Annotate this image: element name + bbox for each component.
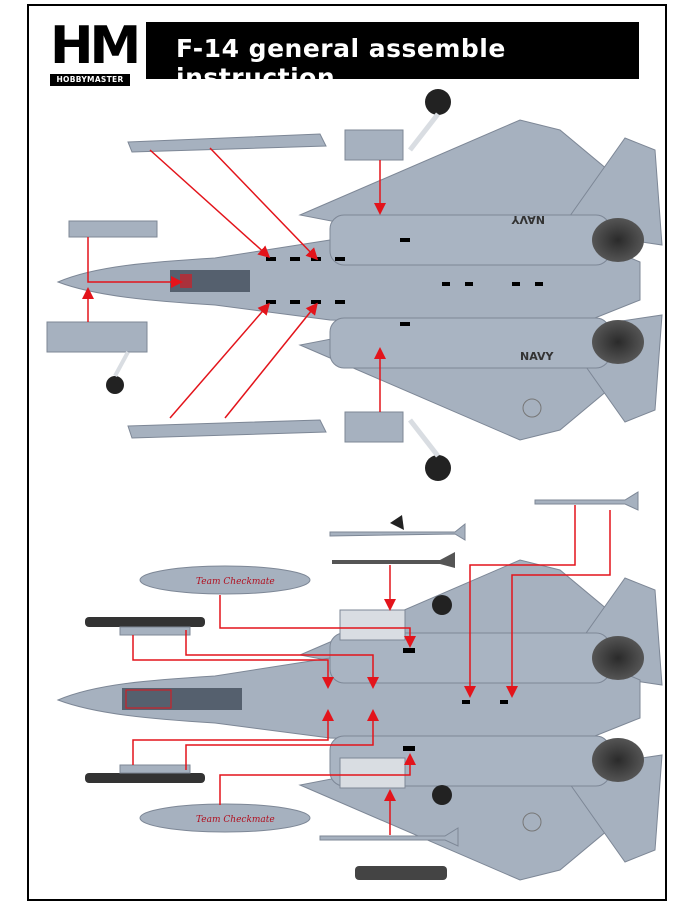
title-banner: F-14 general assemble instruction bbox=[146, 22, 639, 92]
bomb-rack-lower bbox=[85, 773, 205, 783]
page-title: F-14 general assemble instruction bbox=[176, 34, 506, 92]
assembly-arrows-bottom bbox=[132, 505, 611, 835]
parts-top bbox=[46, 89, 451, 481]
glove-fairing-lower bbox=[127, 419, 327, 439]
parts-bottom: Team Checkmate Team Checkmate bbox=[85, 491, 639, 880]
nozzle-upper-b bbox=[592, 636, 644, 680]
main-wheel-lower bbox=[425, 455, 451, 481]
drop-tank-lower bbox=[139, 803, 311, 833]
tank-marking-upper: Team Checkmate bbox=[196, 577, 275, 587]
main-wheel-upper-b bbox=[432, 595, 452, 615]
assembly-arrows-top bbox=[82, 147, 386, 419]
star-roundel bbox=[522, 398, 542, 418]
star-roundel-b bbox=[522, 812, 542, 832]
main-wheel-lower-b bbox=[432, 785, 452, 805]
nacelle-upper bbox=[329, 214, 611, 266]
aircraft-top: NAVY NAVY bbox=[56, 119, 663, 441]
nose-wheel bbox=[106, 376, 124, 394]
aircraft-bottom bbox=[56, 559, 663, 881]
missile-pallet bbox=[355, 866, 447, 880]
hardpoints-top bbox=[266, 238, 543, 326]
pylon-part bbox=[68, 220, 158, 238]
cockpit-well-b bbox=[122, 688, 242, 710]
phoenix-missile-lower bbox=[319, 827, 459, 847]
nozzle-lower bbox=[592, 320, 644, 364]
nacelle-lower bbox=[329, 317, 611, 369]
navy-marking-bottom: NAVY bbox=[520, 350, 554, 363]
gear-bay-upper-b bbox=[339, 609, 406, 641]
hobbymaster-logo: HM HOBBYMASTER bbox=[50, 20, 141, 86]
nozzle-upper bbox=[592, 218, 644, 262]
main-wheel-upper bbox=[425, 89, 451, 115]
drop-tank-upper bbox=[139, 565, 311, 595]
hardpoints-bottom bbox=[403, 648, 508, 751]
phoenix-missile-upper bbox=[329, 522, 466, 541]
nozzle-lower-b bbox=[592, 738, 644, 782]
nose-gear-door bbox=[46, 321, 148, 353]
sidewinder-missile bbox=[534, 491, 639, 511]
tank-marking-lower: Team Checkmate bbox=[196, 815, 275, 825]
logo-caption: HOBBYMASTER bbox=[50, 74, 130, 86]
navy-marking-top: NAVY bbox=[511, 213, 545, 226]
sparrow-missile-upper bbox=[332, 552, 455, 568]
main-gear-door-lower bbox=[344, 411, 404, 443]
main-gear-door-upper bbox=[344, 129, 404, 161]
gear-bay-lower-b bbox=[339, 757, 406, 789]
bomb-rack-upper bbox=[85, 617, 205, 627]
logo-mark: HM bbox=[50, 16, 141, 76]
glove-fairing-upper bbox=[127, 133, 327, 153]
